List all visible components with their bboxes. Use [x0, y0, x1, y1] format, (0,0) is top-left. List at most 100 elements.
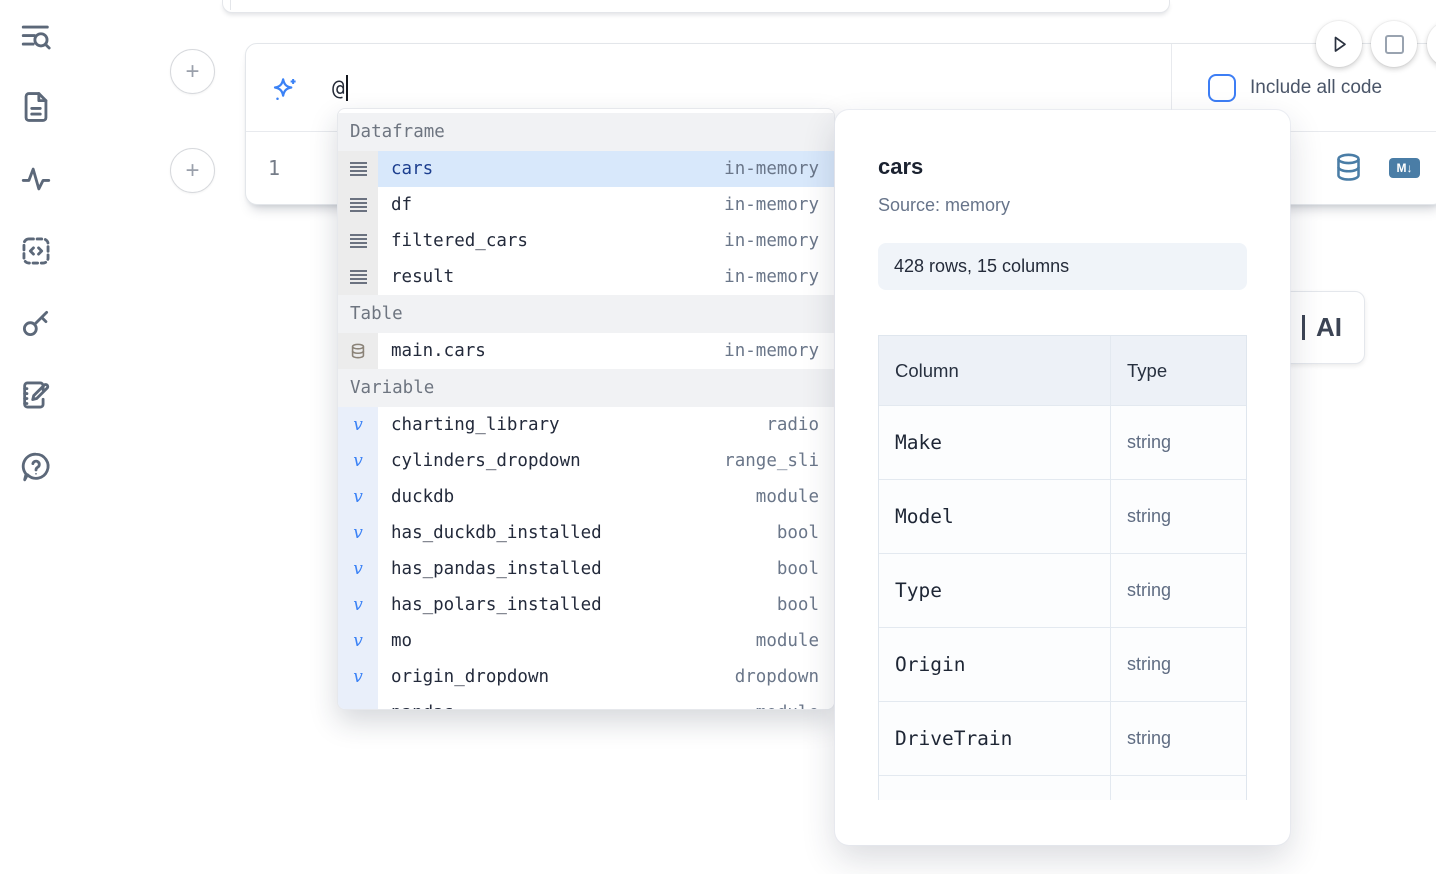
item-type: in-memory: [724, 195, 819, 215]
preview-source: Source: memory: [878, 195, 1011, 215]
item-name: filtered_cars: [391, 231, 528, 251]
schema-type-cell: string: [1111, 406, 1246, 480]
item-name: df: [391, 195, 413, 215]
schema-type-cell: string: [1111, 554, 1246, 628]
autocomplete-item-variable[interactable]: v mo module: [338, 623, 834, 659]
schema-header-type: Type: [1111, 336, 1246, 406]
autocomplete-item-dataframe[interactable]: result in-memory: [338, 259, 834, 295]
previous-cell-edge: [222, 0, 1170, 13]
preview-schema-table: Column Type Make string: [878, 335, 1247, 800]
add-cell-below-button[interactable]: +: [170, 148, 215, 193]
item-name: cylinders_dropdown: [391, 451, 581, 471]
autocomplete-item-dataframe[interactable]: filtered_cars in-memory: [338, 223, 834, 259]
variable-icon: v: [353, 451, 363, 471]
code-editor-row[interactable]: 1 M↓: [246, 132, 1436, 204]
dataframe-rows-icon: [349, 197, 367, 213]
autocomplete-item-table[interactable]: main.cars in-memory: [338, 333, 834, 369]
schema-row-partial: [879, 776, 1111, 800]
item-type: range_sli: [724, 451, 819, 471]
database-icon[interactable]: [1334, 152, 1363, 184]
dataframe-preview-panel: cars Source: memory 428 rows, 15 columns…: [835, 110, 1290, 845]
autocomplete-item-variable[interactable]: v has_pandas_installed bool: [338, 551, 834, 587]
run-cell-button[interactable]: [1316, 21, 1362, 67]
variable-icon: v: [353, 703, 363, 709]
autocomplete-item-variable[interactable]: v has_duckdb_installed bool: [338, 515, 834, 551]
previous-cell-gutter-divider: [230, 0, 231, 10]
include-all-code-label: Include all code: [1250, 76, 1383, 98]
variable-icon: v: [353, 523, 363, 543]
item-type: module: [756, 703, 819, 709]
item-type: in-memory: [724, 231, 819, 251]
schema-type-cell: string: [1111, 628, 1246, 702]
preview-shape-badge: 428 rows, 15 columns: [878, 243, 1247, 290]
table-item-list: main.cars in-memory: [338, 333, 834, 369]
variable-icon: v: [353, 595, 363, 615]
autocomplete-item-variable[interactable]: v pandas module: [338, 695, 834, 709]
item-name: duckdb: [391, 487, 455, 507]
item-name: has_duckdb_installed: [391, 523, 602, 543]
autocomplete-item-dataframe[interactable]: df in-memory: [338, 187, 834, 223]
item-type: dropdown: [734, 667, 819, 687]
schema-header-column: Column: [879, 336, 1111, 406]
autocomplete-item-dataframe[interactable]: cars in-memory: [338, 151, 834, 187]
ai-sparkle-icon: [270, 75, 300, 105]
add-cell-above-button[interactable]: +: [170, 49, 215, 94]
item-name: main.cars: [391, 341, 486, 361]
markdown-icon[interactable]: M↓: [1389, 158, 1420, 178]
item-name: pandas: [391, 703, 454, 709]
search-notebook-icon[interactable]: [19, 20, 53, 54]
scratchpad-edit-icon[interactable]: [19, 378, 53, 412]
variable-icon: v: [353, 667, 363, 687]
include-all-code-checkbox[interactable]: [1208, 73, 1236, 102]
autocomplete-item-variable[interactable]: v origin_dropdown dropdown: [338, 659, 834, 695]
item-type: bool: [776, 595, 819, 615]
dataframe-rows-icon: [349, 233, 367, 249]
schema-type-cell: string: [1111, 702, 1246, 776]
table-database-icon: [350, 343, 366, 360]
more-run-button[interactable]: [1427, 21, 1436, 67]
file-explorer-icon[interactable]: [19, 90, 53, 124]
item-type: module: [755, 631, 819, 651]
autocomplete-item-variable[interactable]: v cylinders_dropdown range_sli: [338, 443, 834, 479]
variable-item-list: v charting_library radio v cylinders_dro…: [338, 407, 834, 709]
ai-button-label: AI: [1316, 312, 1342, 342]
section-header-table: Table: [338, 295, 834, 333]
stop-icon: [1384, 34, 1404, 54]
variable-icon: v: [353, 559, 363, 579]
item-name: has_pandas_installed: [391, 559, 602, 579]
ai-prompt-value: @: [332, 75, 345, 100]
item-name: origin_dropdown: [391, 667, 550, 687]
variable-icon: v: [353, 631, 363, 651]
item-name: result: [391, 267, 455, 287]
item-type: module: [755, 487, 819, 507]
autocomplete-item-variable[interactable]: v duckdb module: [338, 479, 834, 515]
line-number: 1: [267, 156, 281, 180]
item-type: bool: [776, 559, 819, 579]
help-icon[interactable]: [19, 450, 53, 484]
item-type: in-memory: [724, 341, 819, 361]
section-header-variable: Variable: [338, 369, 834, 407]
item-name: cars: [391, 159, 434, 179]
autocomplete-item-variable[interactable]: v charting_library radio: [338, 407, 834, 443]
dataframe-rows-icon: [349, 269, 367, 285]
autocomplete-item-variable[interactable]: v has_polars_installed bool: [338, 587, 834, 623]
schema-column-cell: Type: [879, 554, 1111, 628]
include-all-code-section: Include all code: [1171, 44, 1436, 131]
item-name: mo: [391, 631, 413, 651]
mention-autocomplete-dropdown: Dataframe cars in-memory: [337, 108, 835, 710]
schema-column-cell: Model: [879, 480, 1111, 554]
section-header-dataframe: Dataframe: [338, 113, 834, 151]
item-type: radio: [766, 415, 819, 435]
clipped-glyph: [1302, 315, 1305, 340]
dataframe-rows-icon: [349, 161, 367, 177]
text-cursor: [345, 74, 348, 101]
snippets-code-icon[interactable]: [19, 234, 53, 268]
schema-column-cell: Make: [879, 406, 1111, 480]
ai-prompt-input[interactable]: @: [332, 74, 348, 101]
secrets-key-icon[interactable]: [19, 306, 53, 340]
schema-column-cell: DriveTrain: [879, 702, 1111, 776]
item-type: in-memory: [724, 267, 819, 287]
stop-cell-button[interactable]: [1371, 21, 1417, 67]
dependencies-activity-icon[interactable]: [19, 162, 53, 196]
variable-icon: v: [353, 415, 363, 435]
